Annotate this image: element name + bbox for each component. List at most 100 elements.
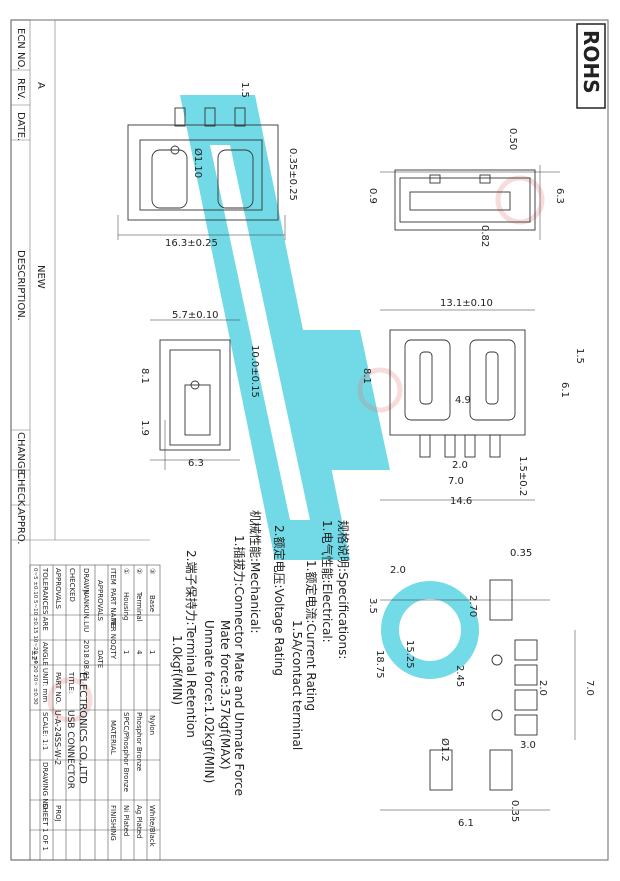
- dim-top-0-35: 0.35±0.25: [287, 148, 298, 201]
- scale-label: SCALE: 1:1: [41, 712, 49, 751]
- spec-voltage: 2.额定电压:Voltage Rating: [272, 525, 286, 677]
- dim-pcb-3-0: 3.0: [520, 740, 536, 751]
- dim-face-6-1: 6.1: [559, 382, 570, 398]
- dim-pcb-3-5: 3.5: [367, 598, 378, 614]
- part-no-value: U-A-24SS-W-2: [53, 710, 62, 766]
- dim-top-16-3: 16.3±0.25: [165, 238, 218, 249]
- spec-electrical: 1.电气性能:Electrical:: [320, 520, 334, 643]
- dim-side-0-9: 0.9: [367, 188, 378, 204]
- bom-2-qty: 4: [135, 650, 143, 655]
- description-label: DESCRIPTION.: [15, 250, 26, 321]
- date-label: DATE.: [15, 112, 26, 142]
- angle-label: ANGLE: [41, 642, 49, 666]
- dim-pcb-2-0a: 2.0: [390, 565, 406, 576]
- col-finish: FINISHING: [109, 805, 117, 841]
- ecn-label: ECN NO.: [15, 28, 26, 71]
- dim-front-10-0: 10.0±0.15: [249, 345, 260, 398]
- dim-front-1-9: 1.9: [139, 420, 150, 436]
- bom-1-qty: 1: [122, 650, 130, 655]
- sheet-label: SHEET 1 OF 1: [41, 803, 49, 851]
- tolerances-label: TOLERANCES ARE: [41, 568, 49, 631]
- approvals2-label: APPROVALS: [54, 568, 62, 609]
- spec-current: 1.额定电流:Current Rating: [304, 560, 318, 712]
- appro-label: APPRO.: [15, 508, 26, 545]
- new-label: NEW: [35, 265, 46, 289]
- dim-pcb-2-45: 2.45: [454, 665, 465, 688]
- dim-top-1-5: 1.5: [239, 82, 250, 98]
- rohs-box: [576, 23, 606, 109]
- bom-2-finish: Ag Plated: [135, 805, 143, 839]
- col-item: ITEM: [109, 568, 117, 585]
- top-view: [117, 107, 286, 240]
- dim-face-7-0: 7.0: [448, 476, 464, 487]
- proj-label: PROJ: [54, 805, 62, 822]
- approvals-label: APPROVALS: [96, 580, 104, 621]
- company-name: ELECTRONICS CO.,LTD: [77, 672, 88, 784]
- dim-pcb-2-70: 2.70: [467, 595, 478, 618]
- dim-pcb-15-25: 15.25: [404, 640, 415, 669]
- spec-title: 规格说明:Specifications:: [336, 520, 350, 660]
- spec-mate-force: Mate force:3.57kgf(MAX): [218, 620, 232, 770]
- bom-1-material: SPCC/Phosphor Bronze: [122, 712, 130, 792]
- col-qty: QTY: [109, 645, 117, 660]
- check-label: CHECK.: [15, 472, 26, 510]
- dim-side-6-3: 6.3: [554, 188, 565, 204]
- bom-3-no: ③: [148, 568, 156, 575]
- face-view: [380, 309, 535, 501]
- col-material: MATERIAL: [109, 720, 117, 755]
- rev-value: A: [35, 82, 46, 89]
- dim-face-1-5: 1.5: [574, 348, 585, 364]
- date-col-label: DATE: [96, 650, 104, 669]
- bom-2-no: ②: [135, 568, 143, 575]
- part-no-label: PART NO.: [54, 672, 62, 705]
- dim-face-13-1: 13.1±0.10: [440, 298, 493, 309]
- dim-pcb-dia: Ø1.2: [439, 738, 450, 762]
- spec-unmate-force: Unmate force:1.02kgf(MIN): [202, 620, 216, 784]
- bom-1-name: Housing: [122, 592, 130, 621]
- spec-retention: 2.端子保持力:Terminal Retention: [184, 550, 198, 738]
- bom-3-material: Nylon: [148, 715, 156, 736]
- dim-face-1-5b: 1.5±0.2: [517, 456, 528, 497]
- angle-value: ±2°: [30, 650, 38, 664]
- dim-face-4-9: 4.9: [455, 395, 471, 406]
- dim-face-14-6: 14.6: [450, 496, 473, 507]
- spec-current-value: 1.5A/contact terminal: [290, 620, 304, 751]
- rohs-mark: ROHS: [579, 30, 603, 94]
- dim-pcb-0-35b: 0.35: [509, 800, 520, 823]
- title-label: TITLE:: [67, 672, 75, 694]
- checked-label: CHECKED: [68, 568, 76, 602]
- unit-label: UNIT: mm: [41, 668, 49, 703]
- title-block-grid: [29, 564, 161, 861]
- spec-mechanical: 机械性能:Mechanical:: [248, 510, 262, 634]
- side-view: [380, 165, 560, 240]
- dim-front-6-3: 6.3: [188, 458, 204, 469]
- pcb-layout: [380, 579, 576, 811]
- dim-face-8-1: 8.1: [361, 368, 372, 384]
- bom-3-name: Base: [148, 595, 156, 613]
- col-part-no: TER NO.: [109, 618, 117, 647]
- tolerance-values: 0~5 ±0.10 5~10 ±0.15 10~20 ±0.20 20~ ±0.…: [32, 568, 38, 705]
- dim-pcb-6-1: 6.1: [458, 818, 474, 829]
- dim-side-0-82: 0.82: [479, 225, 490, 248]
- bom-1-no: ①: [122, 568, 130, 575]
- title-value: USB CONNECTOR: [65, 710, 75, 789]
- dim-pcb-2-0b: 2.0: [537, 680, 548, 696]
- dim-top-dia: Ø1.10: [192, 148, 203, 179]
- dim-face-2-0: 2.0: [452, 460, 468, 471]
- bom-3-qty: 1: [148, 650, 156, 655]
- dim-front-5-7: 5.7±0.10: [172, 310, 219, 321]
- front-view: [150, 319, 240, 470]
- inner-border: [29, 19, 609, 861]
- revision-column-lines: [11, 19, 150, 541]
- dim-pcb-7-0: 7.0: [584, 680, 595, 696]
- rev-label: REV.: [15, 78, 26, 100]
- watermark: [180, 95, 479, 679]
- spec-mate: 1.插拔力:Connector Mate and Unmate Force: [232, 535, 246, 797]
- dim-front-8-1: 8.1: [139, 368, 150, 384]
- dim-side-0-50: 0.50: [507, 128, 518, 151]
- dim-pcb-0-35: 0.35: [510, 548, 533, 559]
- drawn-by: JIANKUN.LIU: [82, 590, 90, 633]
- dim-pcb-18-75: 18.75: [374, 650, 385, 679]
